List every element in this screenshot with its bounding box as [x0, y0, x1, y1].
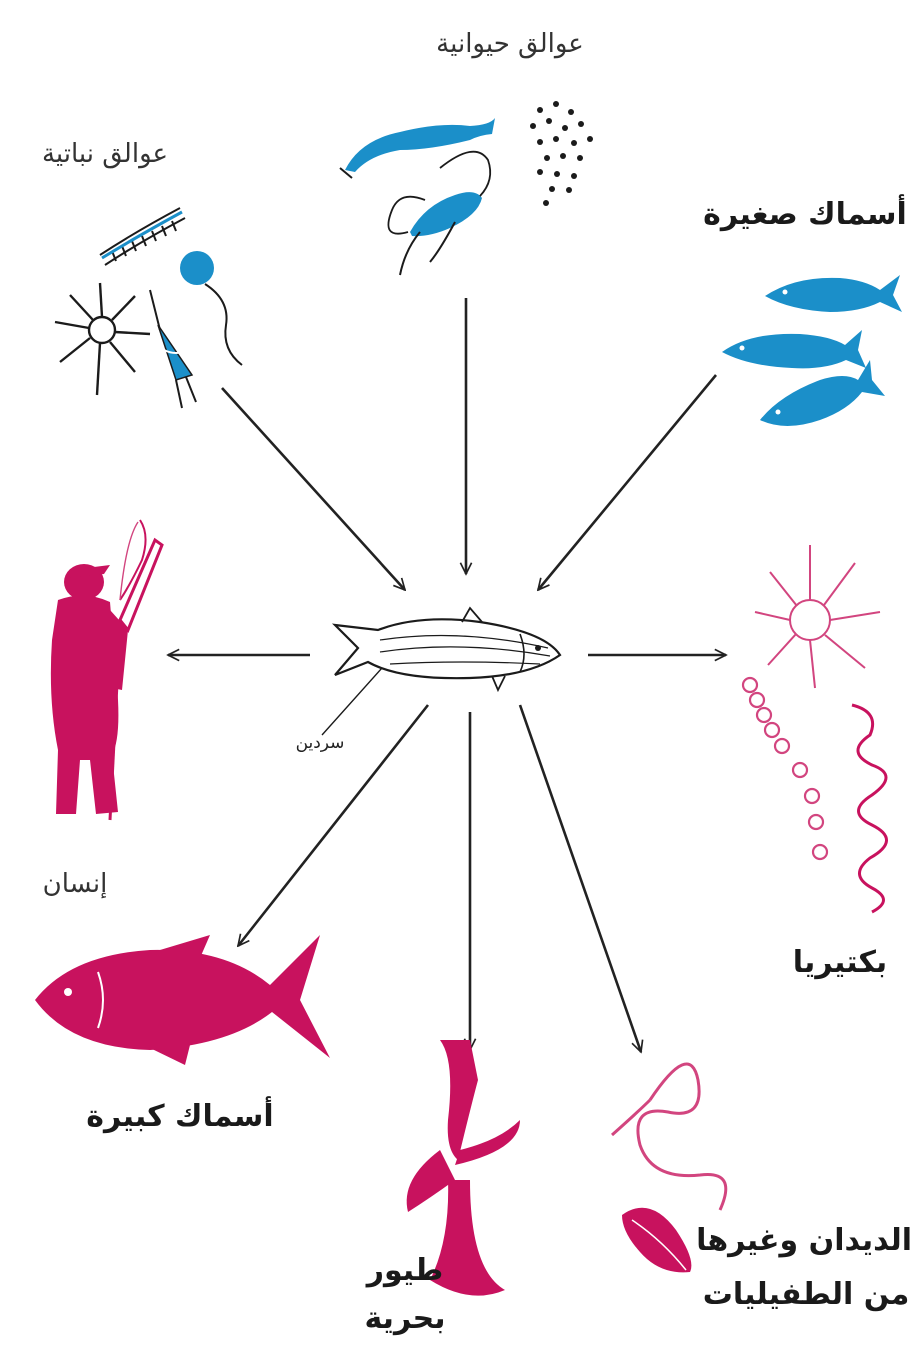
- human-illustration: [51, 520, 162, 820]
- animal-plankton-illustration: [340, 101, 593, 275]
- human-label: إنسان: [20, 868, 130, 901]
- big-fish-illustration: [35, 935, 330, 1065]
- big-fish-label: أسماك كبيرة: [80, 1098, 280, 1136]
- small-fish-illustration: [722, 275, 902, 426]
- arrow-plant-to-sardine: [222, 388, 405, 590]
- seabirds-label-line2: بحرية: [340, 1300, 470, 1338]
- seabirds-label-line1: طيور: [340, 1252, 470, 1290]
- sardine-label: سردين: [270, 733, 370, 754]
- plant-plankton-label: عوالق نباتية: [10, 138, 200, 171]
- arrow-smallfish-to-sardine: [538, 375, 716, 590]
- arrow-sardine-to-worms: [520, 705, 641, 1052]
- worms-label-line1: الديدان وغيرها: [700, 1222, 912, 1260]
- bacteria-illustration: [743, 545, 887, 912]
- small-fish-label: أسماك صغيرة: [700, 196, 910, 234]
- worms-label-line2: من الطفيليات: [700, 1276, 912, 1314]
- plant-plankton-illustration: [55, 208, 242, 408]
- bacteria-label: بكتيريا: [770, 944, 910, 982]
- animal-plankton-label: عوالق حيوانية: [400, 28, 620, 61]
